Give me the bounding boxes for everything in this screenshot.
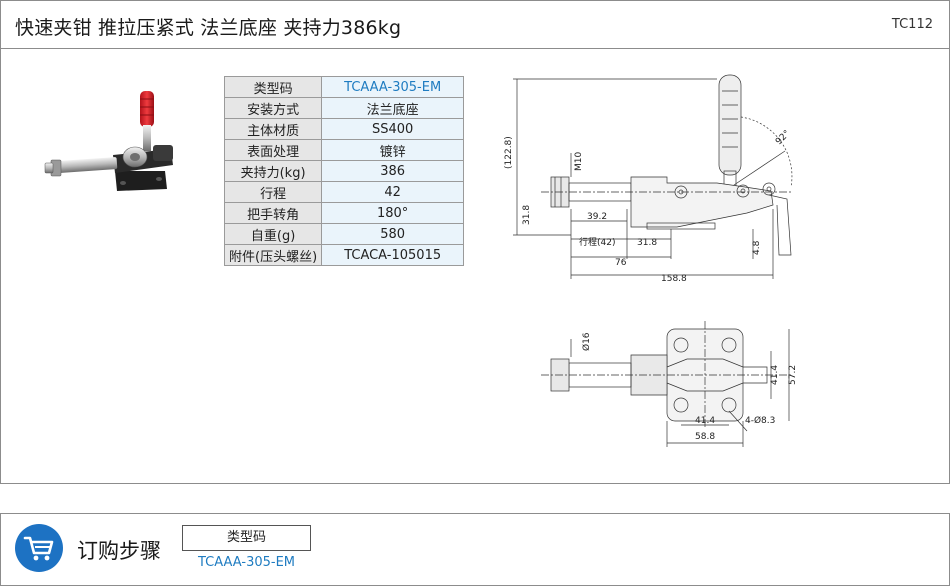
dim-holes: 4-Ø8.3 — [745, 415, 775, 426]
spec-value: 386 — [321, 160, 465, 182]
dim-angle: 92° — [774, 129, 792, 147]
dim-w2: 41.4 — [695, 416, 715, 426]
shopping-cart-icon — [15, 524, 63, 572]
spec-value: 180° — [321, 202, 465, 224]
dim-stroke: 行程(42) — [579, 236, 615, 248]
dim-d3: 4.8 — [752, 240, 762, 255]
spec-row: 夹持力(kg)386 — [223, 160, 465, 182]
spec-value: 42 — [321, 181, 465, 203]
dim-h2: 57.2 — [788, 365, 798, 385]
dim-thread: M10 — [574, 152, 584, 171]
dim-d1: 39.2 — [587, 212, 607, 222]
dim-dia: Ø16 — [581, 332, 592, 351]
product-panel: 快速夹钳 推拉压紧式 法兰底座 夹持力386kg TC112 — [0, 0, 950, 484]
order-field-label: 类型码 — [182, 525, 311, 551]
dim-d4: 76 — [615, 258, 627, 268]
spec-label: 附件(压头螺丝) — [223, 244, 323, 266]
dim-height-axis: 31.8 — [522, 205, 532, 225]
spec-label: 把手转角 — [223, 202, 323, 224]
order-field-value[interactable]: TCAAA-305-EM — [198, 555, 295, 570]
technical-drawing: (122.8) M10 92° 31.8 39.2 行程(42) 31.8 4.… — [504, 74, 798, 447]
spec-label: 表面处理 — [223, 139, 323, 161]
dim-w1: 41.4 — [770, 365, 780, 385]
dim-d2: 31.8 — [637, 238, 657, 248]
spec-row: 附件(压头螺丝)TCACA-105015 — [223, 244, 465, 266]
product-title: 快速夹钳 推拉压紧式 法兰底座 夹持力386kg — [15, 17, 402, 39]
spec-row: 自重(g)580 — [223, 223, 465, 245]
spec-label: 夹持力(kg) — [223, 160, 323, 182]
spec-value: 580 — [321, 223, 465, 245]
dim-height-total: (122.8) — [504, 136, 514, 169]
spec-label: 类型码 — [223, 76, 323, 98]
spec-value: 法兰底座 — [321, 97, 465, 119]
order-panel: 订购步骤 类型码 TCAAA-305-EM — [0, 513, 950, 586]
product-code: TC112 — [891, 17, 933, 32]
spec-label: 主体材质 — [223, 118, 323, 140]
product-header: 快速夹钳 推拉压紧式 法兰底座 夹持力386kg TC112 — [1, 1, 949, 49]
spec-row: 表面处理镀锌 — [223, 139, 465, 161]
spec-value[interactable]: TCAAA-305-EM — [321, 76, 465, 98]
spec-value: SS400 — [321, 118, 465, 140]
dim-w3: 58.8 — [695, 432, 715, 442]
spec-value: TCACA-105015 — [321, 244, 465, 266]
spec-row: 安装方式法兰底座 — [223, 97, 465, 119]
order-title: 订购步骤 — [77, 539, 161, 563]
spec-label: 行程 — [223, 181, 323, 203]
spec-value: 镀锌 — [321, 139, 465, 161]
dim-d5: 158.8 — [661, 274, 687, 284]
spec-label: 自重(g) — [223, 223, 323, 245]
product-photo — [44, 91, 173, 191]
spec-label: 安装方式 — [223, 97, 323, 119]
